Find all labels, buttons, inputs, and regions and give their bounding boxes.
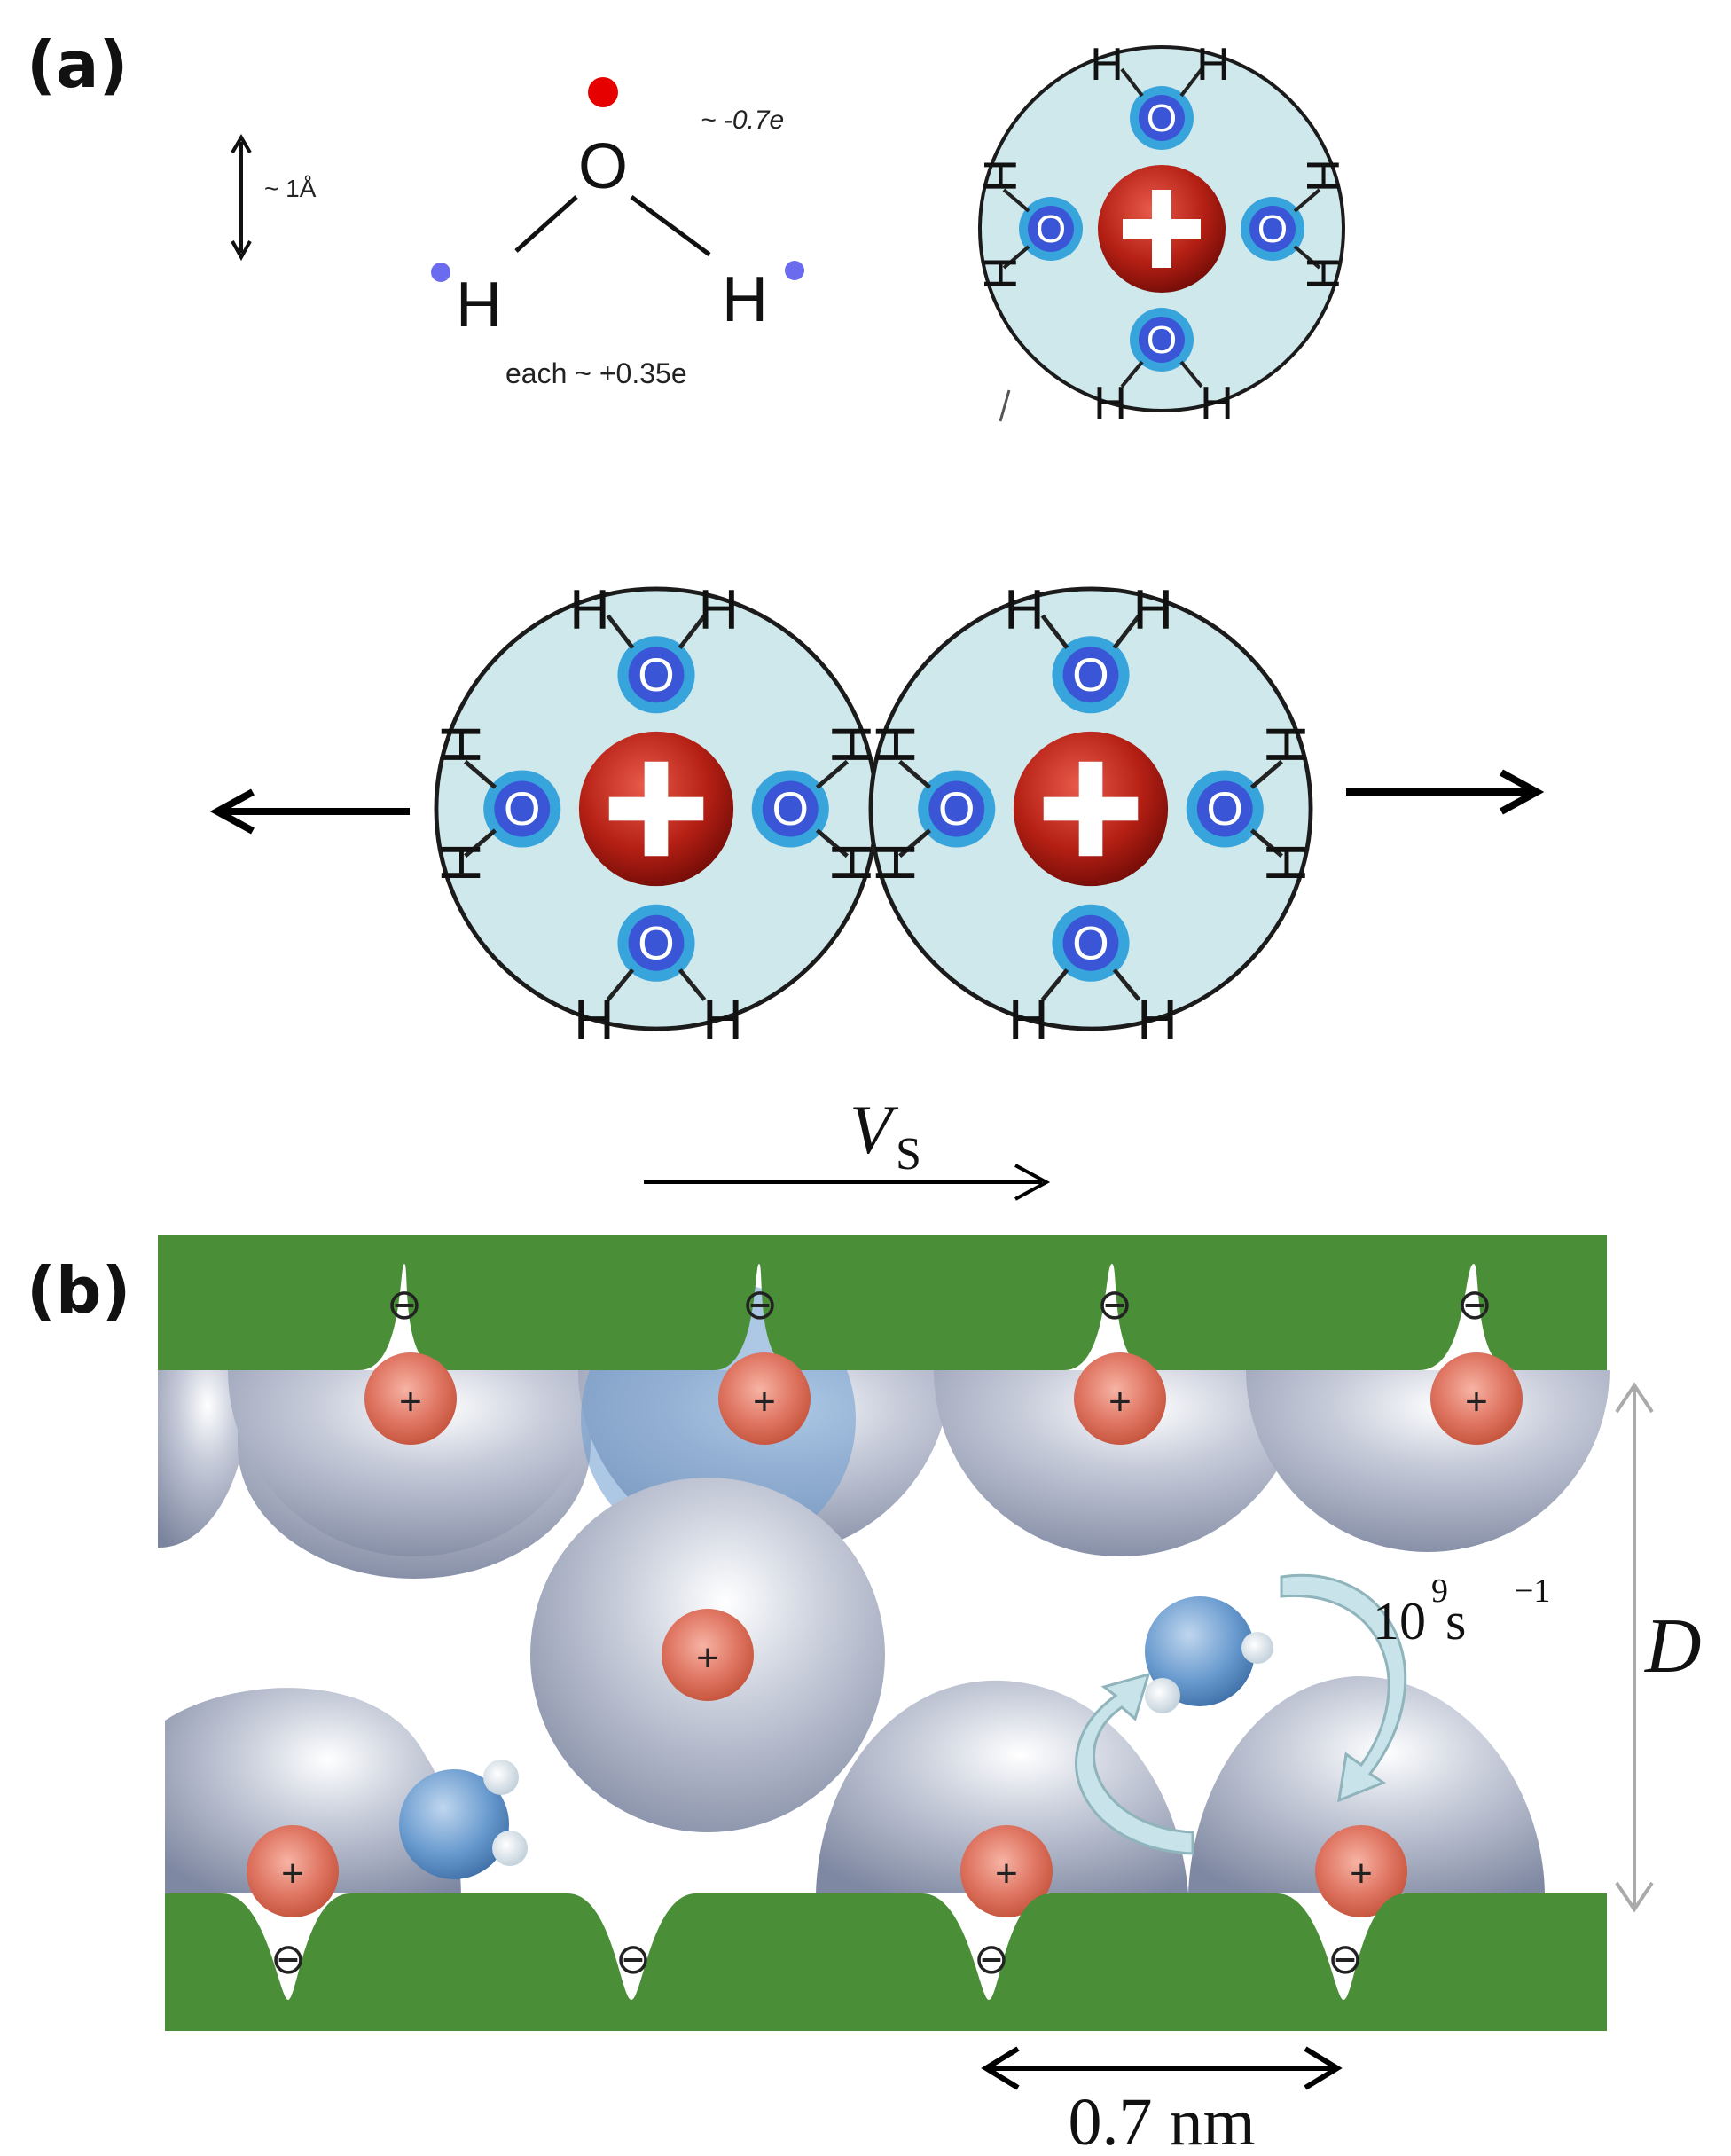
sliding-velocity: V S <box>644 1091 1051 1201</box>
cation-charge: + <box>1350 1852 1373 1895</box>
rate-unit: s <box>1445 1592 1466 1650</box>
negative-charge: ⊖ <box>1328 1936 1363 1983</box>
hydrated-ion-single <box>972 37 1350 431</box>
negative-charge: ⊖ <box>270 1936 306 1983</box>
panel-b-label: (b) <box>27 1253 130 1328</box>
cation-charge: + <box>995 1852 1018 1895</box>
cation-charge: + <box>399 1380 422 1423</box>
scale-bar-label: ~ 1Å <box>264 175 317 202</box>
negative-charge: ⊖ <box>615 1936 651 1983</box>
spacing-label: 0.7 nm <box>1068 2085 1255 2156</box>
water-molecule: O H H <box>431 77 804 341</box>
hydrogen-atom-left: H <box>456 270 502 341</box>
gap-dimension-arrow <box>1615 1382 1654 1913</box>
cation-charge: + <box>1108 1380 1132 1423</box>
scale-bar <box>231 134 252 262</box>
water-molecule-left <box>399 1760 528 1879</box>
hydrogen-charge-label: each ~ +0.35e <box>505 357 687 389</box>
velocity-subscript: S <box>896 1129 921 1180</box>
stray-mark <box>999 389 1011 422</box>
cation-charge: + <box>753 1380 776 1423</box>
negative-charge: ⊖ <box>387 1282 422 1329</box>
hydrated-ion-right <box>864 579 1316 1051</box>
separation-arrow-left <box>209 788 410 835</box>
hydrated-ion-left <box>429 579 881 1051</box>
cation-charge: + <box>1465 1380 1488 1423</box>
cation-charge: + <box>696 1636 719 1680</box>
cation-charge: + <box>281 1852 304 1895</box>
exchange-rate-label: 10 9 s −1 <box>1373 1572 1550 1650</box>
hydrogen-partial-charge-dot-left <box>431 263 450 282</box>
free-hydrated-ion: + <box>530 1478 885 1832</box>
negative-charge: ⊖ <box>1097 1282 1132 1329</box>
hydrogen-partial-charge-dot-right <box>785 261 804 280</box>
oxygen-charge-label: ~ -0.7e <box>701 106 784 135</box>
lower-cations: + + + <box>247 1825 1407 1917</box>
oxygen-atom: O <box>578 131 628 202</box>
negative-charge: ⊖ <box>1457 1282 1492 1329</box>
rate-exponent: 9 <box>1431 1572 1448 1610</box>
top-surface <box>158 1235 1607 1370</box>
velocity-label: V <box>850 1091 899 1168</box>
negative-charge: ⊖ <box>974 1936 1009 1983</box>
hydrogen-atom-right: H <box>722 264 768 335</box>
water-molecule-hopping <box>1145 1596 1273 1713</box>
gap-label: D <box>1644 1603 1702 1690</box>
separation-arrow-right <box>1346 769 1545 815</box>
bottom-surface <box>165 1893 1607 2031</box>
top-surface-negative-charges: ⊖ ⊖ ⊖ ⊖ <box>387 1282 1492 1329</box>
negative-charge: ⊖ <box>742 1282 778 1329</box>
spacing-dimension-arrow <box>981 2046 1343 2090</box>
oxygen-partial-charge-dot <box>588 77 618 107</box>
rate-base: 10 <box>1373 1592 1426 1650</box>
panel-a-label: (a) <box>27 27 128 102</box>
upper-cations: + + + + <box>364 1352 1523 1445</box>
bottom-surface-negative-charges: ⊖ ⊖ ⊖ ⊖ <box>270 1936 1363 1983</box>
hopping-arrows <box>1075 1573 1407 1855</box>
rate-unit-exponent: −1 <box>1515 1572 1550 1610</box>
